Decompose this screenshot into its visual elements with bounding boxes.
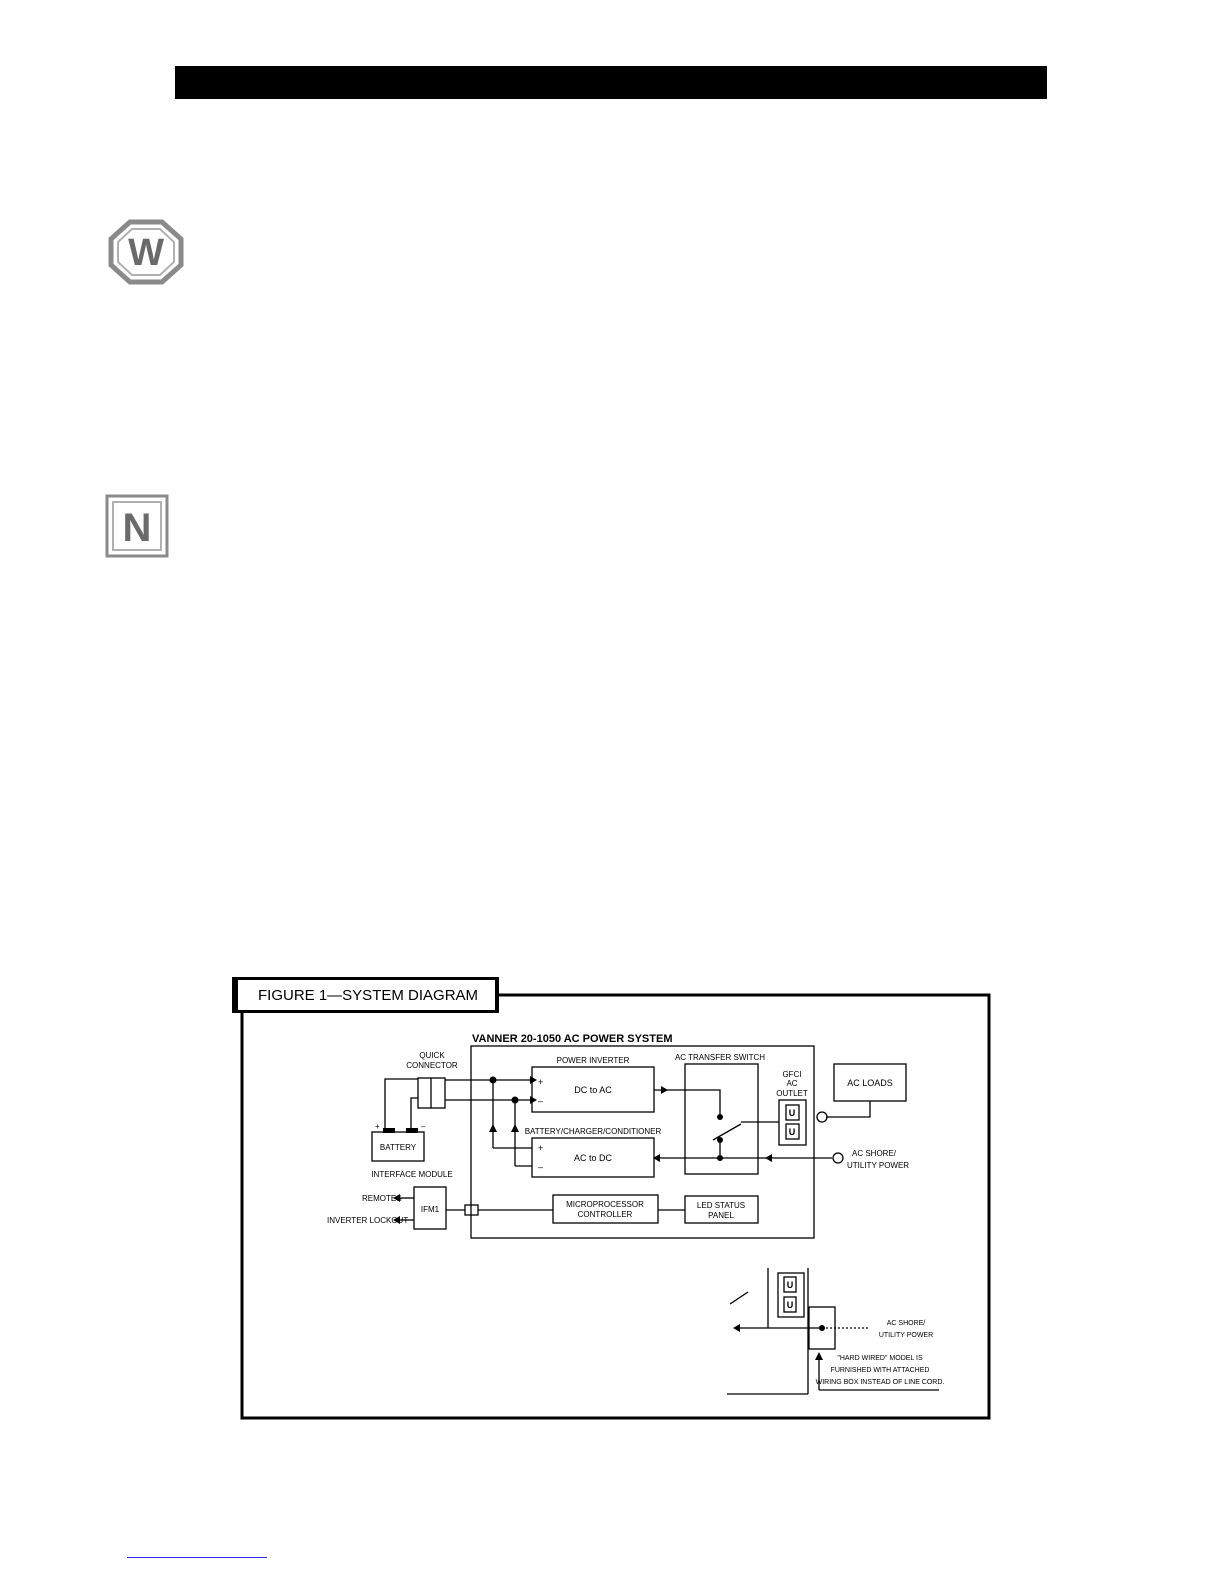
label-outlet-u1: U: [789, 1108, 796, 1118]
label-gfci: GFCI: [782, 1070, 801, 1079]
label-battery-minus: –: [421, 1122, 426, 1131]
label-outlet-u2: U: [789, 1127, 796, 1137]
inset-shore-2: UTILITY POWER: [879, 1332, 933, 1339]
footer-link-underline: [127, 1557, 267, 1558]
label-led-2: PANEL: [708, 1211, 734, 1220]
figure-caption: FIGURE 1—SYSTEM DIAGRAM: [258, 987, 478, 1004]
label-ifm1: IFM1: [421, 1205, 440, 1214]
label-quick: QUICK: [419, 1051, 445, 1060]
label-micro-2: CONTROLLER: [578, 1210, 633, 1219]
label-inverter-minus: –: [538, 1096, 543, 1106]
label-power-inverter: POWER INVERTER: [557, 1056, 630, 1065]
inset-outlet-u2: U: [787, 1300, 794, 1310]
inset-note-1: "HARD WIRED" MODEL IS: [837, 1355, 923, 1362]
warning-letter: W: [128, 232, 164, 274]
label-charger-minus: –: [538, 1162, 543, 1172]
inset-shore-1: AC SHORE/: [887, 1320, 926, 1327]
label-inverter-lockout: INVERTER LOCKOUT: [327, 1216, 408, 1225]
label-charger-plus: +: [538, 1143, 543, 1153]
label-inverter-plus: +: [538, 1077, 543, 1087]
label-battery: BATTERY: [380, 1143, 417, 1152]
note-letter: N: [123, 506, 152, 550]
label-charger: BATTERY/CHARGER/CONDITIONER: [525, 1127, 662, 1136]
label-outlet: OUTLET: [776, 1089, 808, 1098]
label-connector: CONNECTOR: [406, 1061, 458, 1070]
label-battery-plus: +: [375, 1122, 380, 1131]
label-ac-loads: AC LOADS: [847, 1078, 893, 1088]
system-title: VANNER 20-1050 AC POWER SYSTEM: [472, 1033, 673, 1045]
label-remotes: REMOTES: [362, 1194, 402, 1203]
hard-wired-inset: [727, 1268, 939, 1395]
label-micro-1: MICROPROCESSOR: [566, 1200, 644, 1209]
label-shore-2: UTILITY POWER: [847, 1161, 909, 1170]
label-ac: AC: [786, 1079, 797, 1088]
label-led-1: LED STATUS: [697, 1201, 745, 1210]
warning-icon: W: [108, 219, 184, 285]
label-transfer-switch: AC TRANSFER SWITCH: [675, 1053, 765, 1062]
inset-outlet-u1: U: [787, 1280, 794, 1290]
label-shore-1: AC SHORE/: [852, 1149, 897, 1158]
section-header-bar: [175, 66, 1047, 99]
label-dc-to-ac: DC to AC: [574, 1085, 612, 1095]
inset-note-2: FURNISHED WITH ATTACHED: [831, 1367, 930, 1374]
label-ac-to-dc: AC to DC: [574, 1153, 613, 1163]
label-interface-module: INTERFACE MODULE: [371, 1170, 452, 1179]
note-icon: N: [105, 494, 169, 558]
inset-note-3: WIRING BOX INSTEAD OF LINE CORD.: [816, 1379, 945, 1386]
